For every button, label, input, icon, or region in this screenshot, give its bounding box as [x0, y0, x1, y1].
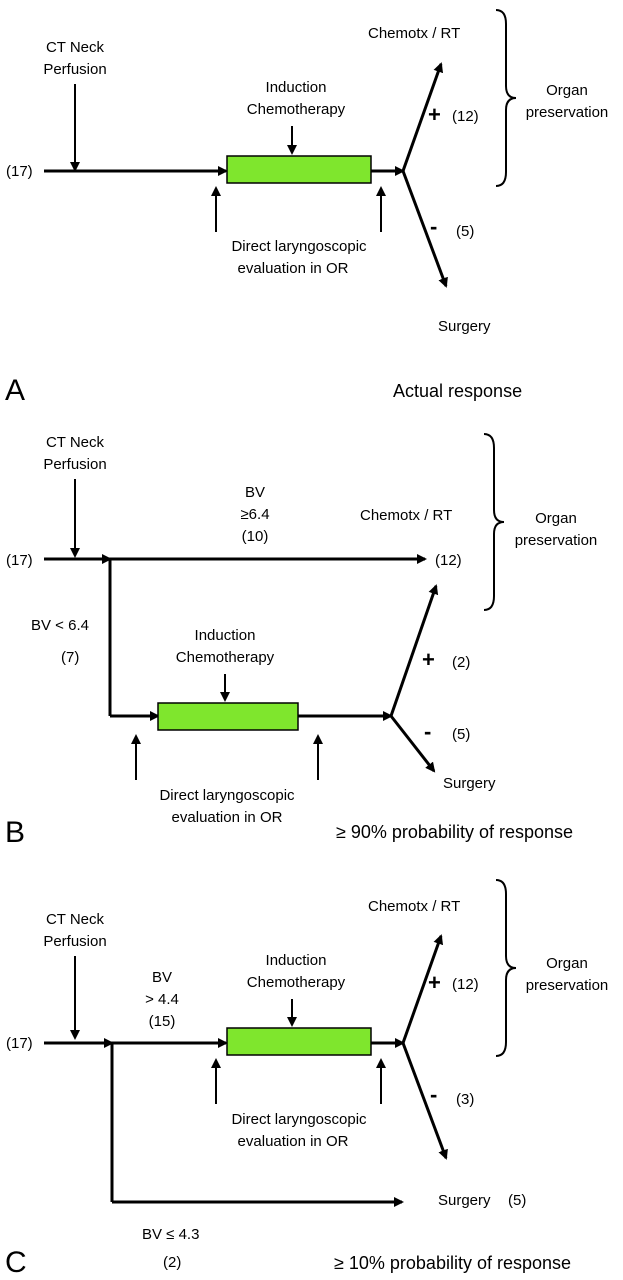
positive-sign: +	[428, 970, 441, 995]
evaluation-label-line1: Direct laryngoscopic	[231, 1111, 367, 1128]
evaluation-label-line2: evaluation in OR	[172, 809, 283, 826]
surgery-label: Surgery	[443, 775, 496, 792]
organ-preservation-brace	[495, 9, 517, 187]
evaluation-label-line1: Direct laryngoscopic	[231, 238, 367, 255]
induction-chemotherapy-box	[226, 155, 372, 184]
surgery-label: Surgery	[438, 318, 491, 335]
panel-c: CT Neck Perfusion (17) BV > 4.4 (15) Ind…	[5, 879, 609, 1279]
positive-count: (12)	[452, 108, 479, 125]
panel-b: CT Neck Perfusion (17) BV ≥6.4 (10) Chem…	[5, 433, 598, 849]
response-positive-branch	[401, 62, 444, 172]
high-bv-count: (15)	[149, 1013, 176, 1030]
evaluation-label-line2: evaluation in OR	[238, 1133, 349, 1150]
surgery-count: (5)	[508, 1192, 526, 1209]
response-negative-branch	[401, 1042, 448, 1160]
negative-count: (3)	[456, 1091, 474, 1108]
positive-sign: +	[422, 647, 435, 672]
low-bv-count: (2)	[163, 1254, 181, 1271]
ct-perfusion-label-line1: CT Neck	[46, 911, 105, 928]
low-bv-count: (7)	[61, 649, 79, 666]
low-bv-label: BV < 6.4	[31, 617, 89, 634]
induction-label-line1: Induction	[266, 952, 327, 969]
chemo-rt-label: Chemotx / RT	[368, 25, 460, 42]
organ-preservation-label-line1: Organ	[535, 510, 577, 527]
organ-preservation-brace	[483, 433, 505, 611]
induction-label-line1: Induction	[195, 627, 256, 644]
ct-perfusion-label-line2: Perfusion	[43, 61, 106, 78]
panel-letter: A	[5, 374, 25, 407]
high-bv-label-line1: BV	[245, 484, 265, 501]
positive-count: (2)	[452, 654, 470, 671]
ct-perfusion-label-line2: Perfusion	[43, 456, 106, 473]
low-bv-label: BV ≤ 4.3	[142, 1226, 199, 1243]
ct-perfusion-label-line2: Perfusion	[43, 933, 106, 950]
induction-label-line2: Chemotherapy	[247, 974, 346, 991]
panel-letter: B	[5, 816, 25, 849]
high-bv-count: (10)	[242, 528, 269, 545]
positive-count: (12)	[452, 976, 479, 993]
ct-perfusion-label-line1: CT Neck	[46, 434, 105, 451]
panel-caption: Actual response	[393, 381, 522, 401]
panel-caption: ≥ 10% probability of response	[334, 1253, 571, 1273]
induction-chemotherapy-box	[226, 1027, 372, 1056]
chemo-rt-label: Chemotx / RT	[360, 507, 452, 524]
negative-sign: -	[430, 214, 437, 239]
response-positive-branch	[389, 584, 439, 717]
panel-a: CT Neck Perfusion (17) Induction Chemoth…	[5, 9, 609, 407]
induction-chemotherapy-box	[157, 702, 299, 731]
negative-count: (5)	[452, 726, 470, 743]
response-positive-branch	[401, 934, 444, 1044]
negative-count: (5)	[456, 223, 474, 240]
induction-label-line2: Chemotherapy	[247, 101, 346, 118]
patient-count-in: (17)	[6, 163, 33, 180]
positive-sign: +	[428, 102, 441, 127]
response-negative-branch	[389, 715, 436, 773]
high-bv-label-line2: > 4.4	[145, 991, 179, 1008]
negative-sign: -	[430, 1082, 437, 1107]
induction-label-line1: Induction	[266, 79, 327, 96]
organ-preservation-brace	[495, 879, 517, 1057]
high-bv-label-line1: BV	[152, 969, 172, 986]
response-negative-branch	[401, 170, 448, 288]
organ-preservation-label-line2: preservation	[526, 104, 609, 121]
patient-count-in: (17)	[6, 552, 33, 569]
negative-sign: -	[424, 719, 431, 744]
organ-preservation-label-line2: preservation	[515, 532, 598, 549]
chemo-rt-count: (12)	[435, 552, 462, 569]
evaluation-label-line2: evaluation in OR	[238, 260, 349, 277]
induction-label-line2: Chemotherapy	[176, 649, 275, 666]
patient-count-in: (17)	[6, 1035, 33, 1052]
organ-preservation-label-line2: preservation	[526, 977, 609, 994]
chemo-rt-label: Chemotx / RT	[368, 898, 460, 915]
panel-caption: ≥ 90% probability of response	[336, 822, 573, 842]
panel-letter: C	[5, 1246, 27, 1279]
evaluation-label-line1: Direct laryngoscopic	[159, 787, 295, 804]
high-bv-label-line2: ≥6.4	[240, 506, 269, 523]
ct-perfusion-label-line1: CT Neck	[46, 39, 105, 56]
surgery-label: Surgery	[438, 1192, 491, 1209]
organ-preservation-label-line1: Organ	[546, 82, 588, 99]
organ-preservation-label-line1: Organ	[546, 955, 588, 972]
